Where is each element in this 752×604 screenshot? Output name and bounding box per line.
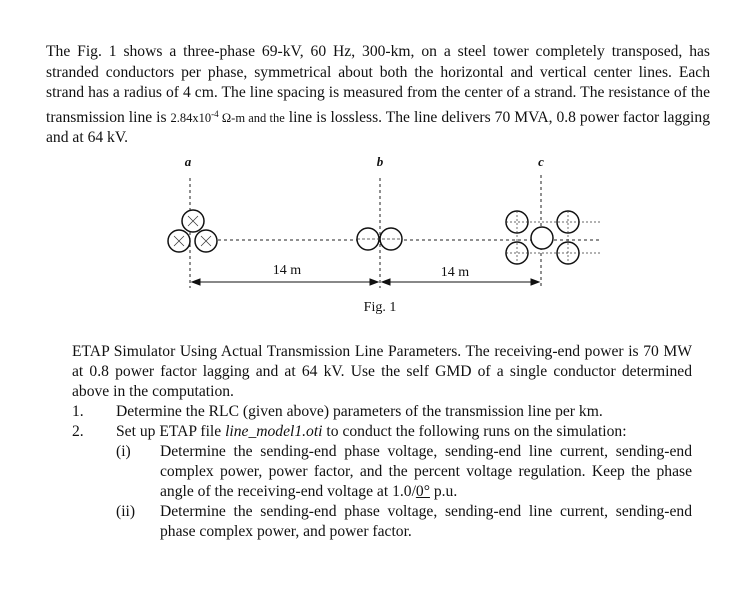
item-2-text: Set up ETAP file line_model1.oti to cond… xyxy=(116,423,627,440)
task-item-2: 2. Set up ETAP file line_model1.oti to c… xyxy=(72,422,692,442)
problem-intro-b: line is lossless. The line delivers 70 M… xyxy=(46,108,710,147)
resistivity-value: 2.84x10-4 Ω-m and the xyxy=(170,108,285,125)
spacing-bc-label: 14 m xyxy=(441,265,470,280)
tower-figure: a b c xyxy=(167,154,600,315)
task-intro: ETAP Simulator Using Actual Transmission… xyxy=(72,343,692,400)
phase-c-label: c xyxy=(538,154,544,169)
sub-item-ii-text: Determine the sending-end phase voltage,… xyxy=(160,503,692,540)
phase-a-label: a xyxy=(185,154,192,169)
problem-statement: The Fig. 1 shows a three-phase 69-kV, 60… xyxy=(46,42,710,149)
sub-item-ii-number: (ii) xyxy=(116,503,136,520)
task-section: ETAP Simulator Using Actual Transmission… xyxy=(72,342,692,542)
item-2-number: 2. xyxy=(72,423,84,440)
sub-item-ii: (ii) Determine the sending-end phase vol… xyxy=(116,502,692,542)
sub-item-i-text: Determine the sending-end phase voltage,… xyxy=(160,443,692,500)
phase-angle: 0° xyxy=(415,483,430,500)
phase-a-bundle xyxy=(167,209,218,253)
figure-caption: Fig. 1 xyxy=(364,300,397,315)
task-item-1: 1. Determine the RLC (given above) param… xyxy=(72,402,692,422)
phase-b-label: b xyxy=(377,154,384,169)
resistivity-exponent: -4 xyxy=(211,108,219,119)
sub-item-i: (i) Determine the sending-end phase volt… xyxy=(116,442,692,502)
problem-intro-a: The Fig. 1 shows a three-phase 69-kV, 60… xyxy=(46,43,710,126)
item-1-number: 1. xyxy=(72,403,84,420)
etap-file-name: line_model1.oti xyxy=(225,423,323,440)
item-1-text: Determine the RLC (given above) paramete… xyxy=(116,403,603,420)
spacing-ab-label: 14 m xyxy=(273,263,302,278)
sub-item-i-number: (i) xyxy=(116,443,131,460)
